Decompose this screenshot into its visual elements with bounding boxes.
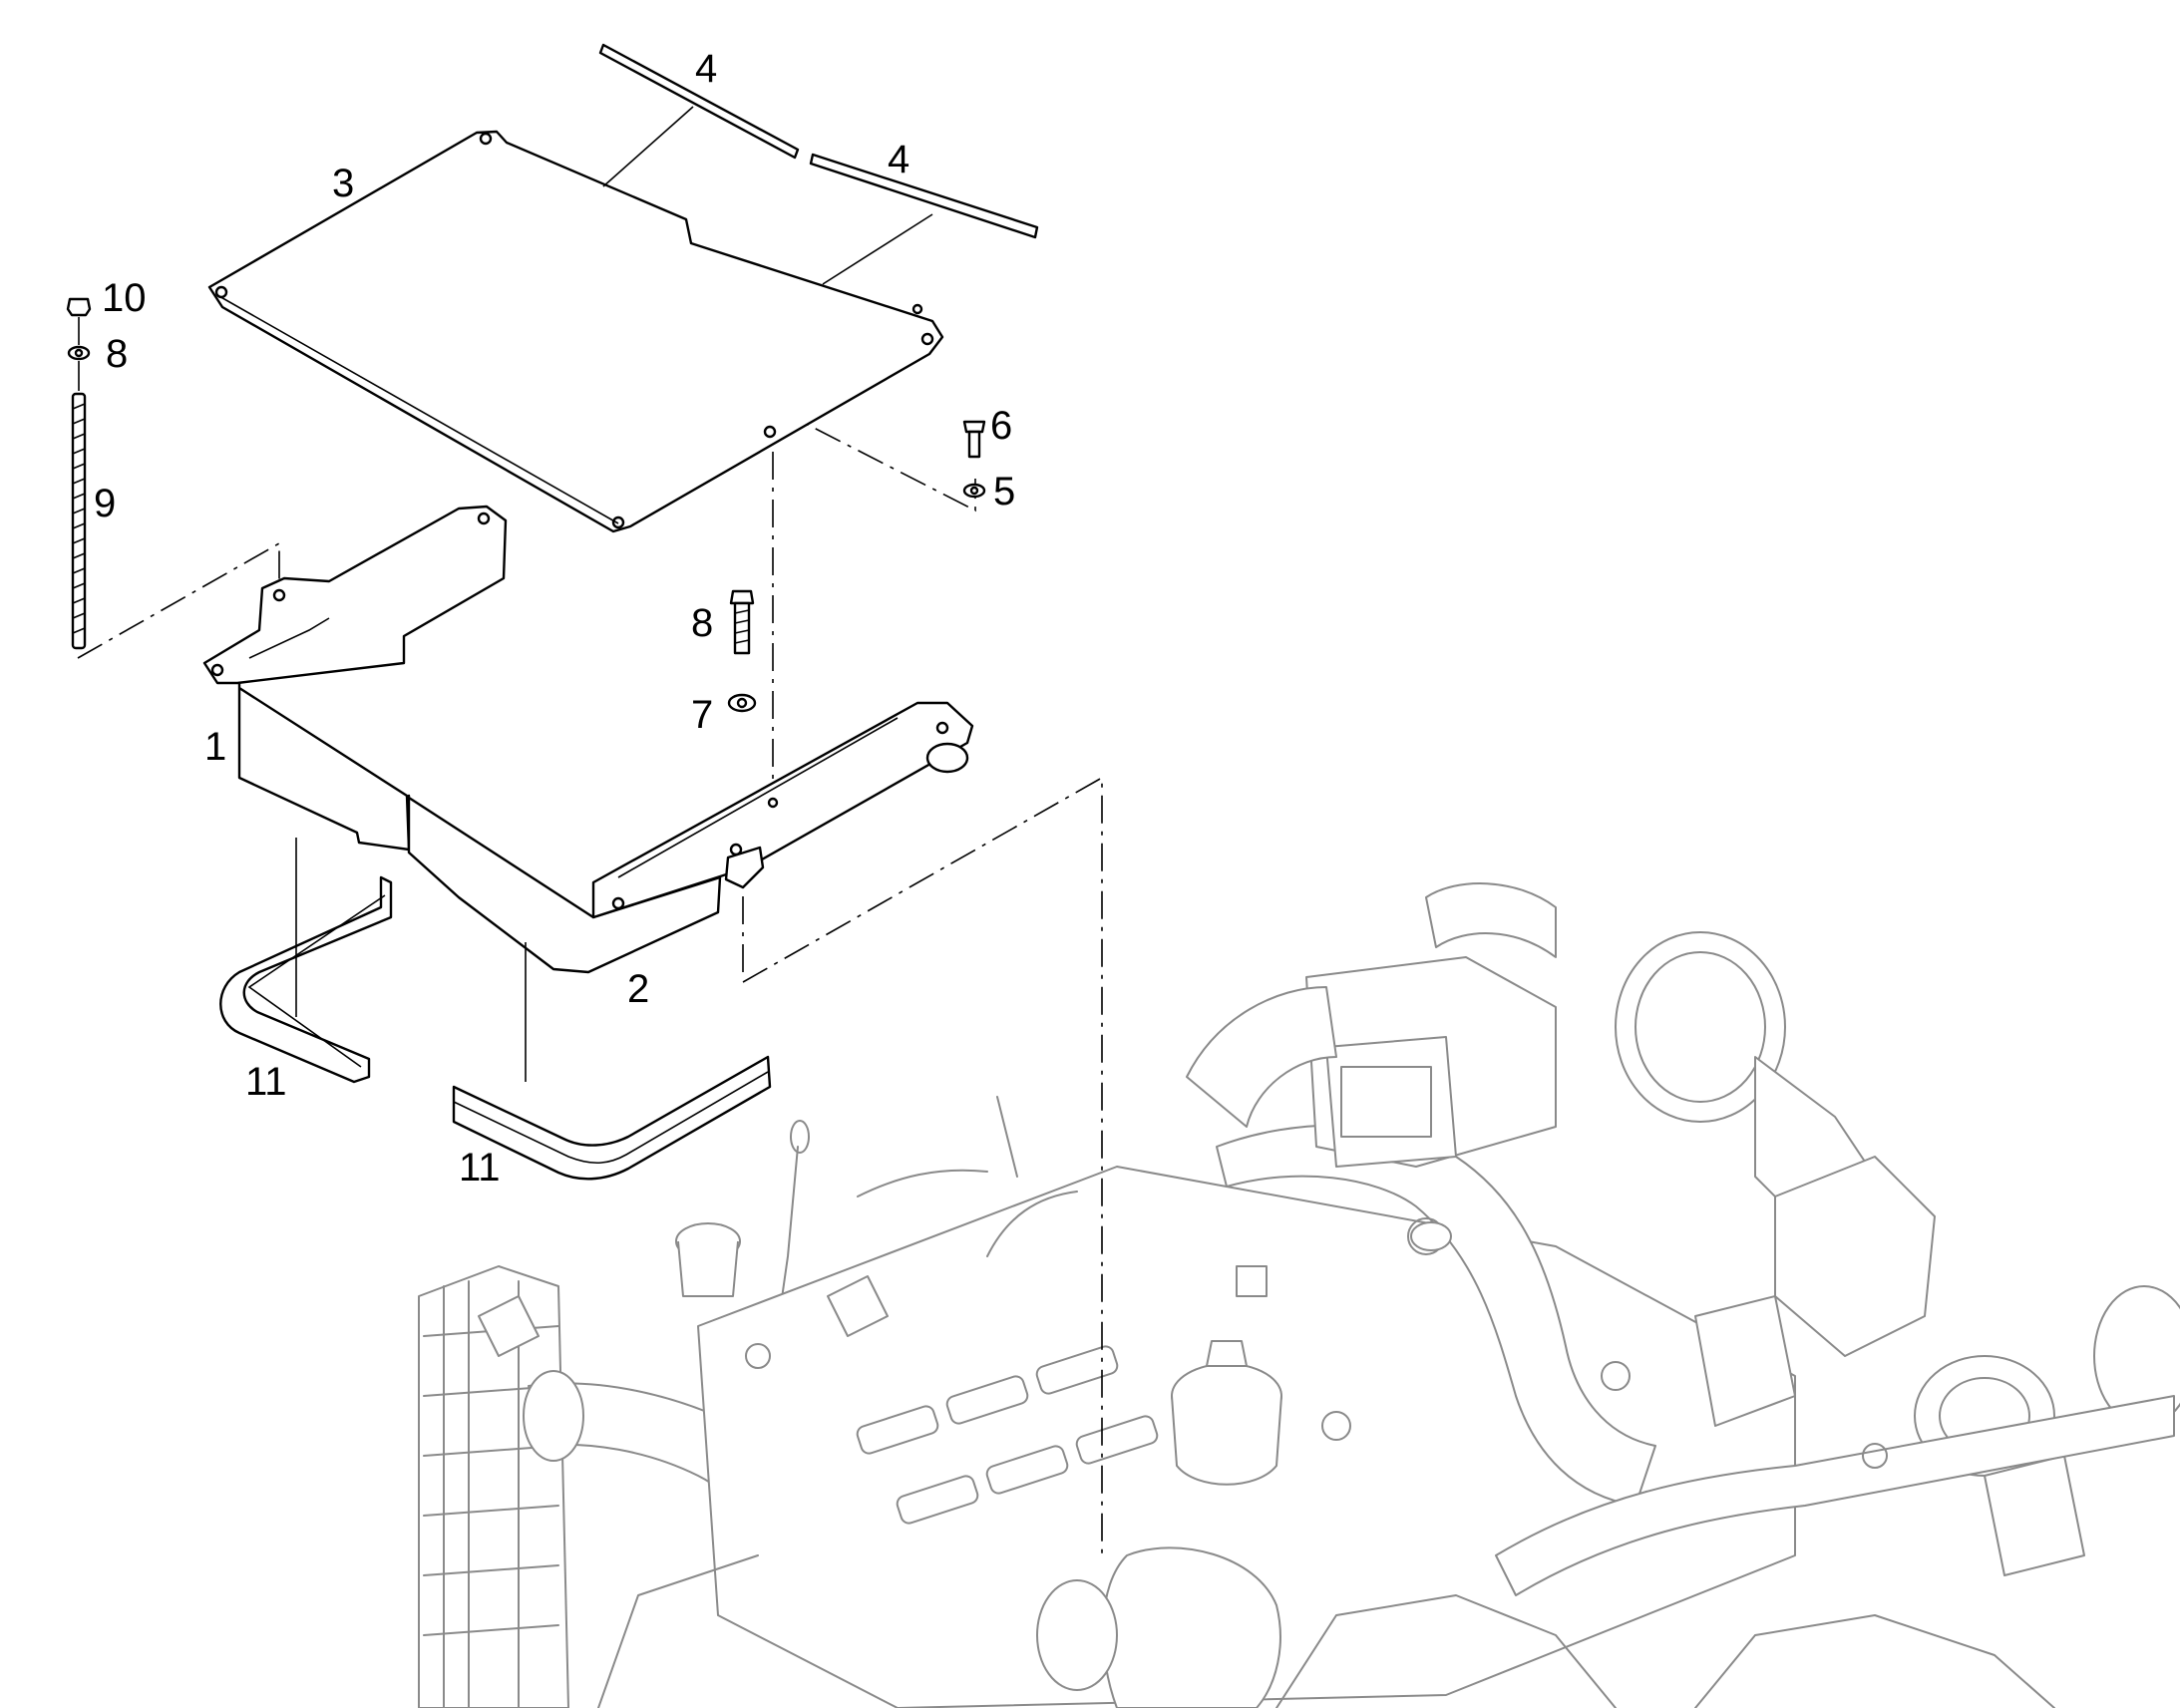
callout-7: 7 [691, 693, 713, 737]
part-stud-set-left [66, 297, 92, 650]
callout-2: 2 [627, 967, 649, 1011]
engine-assembly-drawing [418, 882, 2180, 1708]
callout-11-center: 11 [459, 1146, 501, 1190]
callout-8-center: 8 [691, 601, 713, 645]
callout-5: 5 [993, 470, 1015, 513]
part-heat-shield [202, 505, 974, 974]
callout-10: 10 [102, 276, 147, 320]
callout-11-left: 11 [245, 1060, 287, 1104]
leader-lines [295, 106, 933, 1082]
part-cover-plate [207, 130, 944, 533]
part-seal-strips [598, 43, 1039, 239]
callout-4-top-right: 4 [888, 138, 909, 181]
callout-4-top-left: 4 [695, 47, 717, 91]
callout-8-left: 8 [106, 332, 128, 376]
callout-3: 3 [332, 162, 354, 205]
callout-1: 1 [204, 725, 226, 769]
callout-6: 6 [990, 404, 1012, 448]
callout-labels: 4 4 3 10 8 9 6 5 8 7 1 2 11 11 [94, 47, 1015, 1190]
part-bolt-washer-center [727, 589, 757, 713]
part-screw-washer-right [962, 420, 986, 499]
part-corner-seals [219, 875, 772, 1181]
callout-9: 9 [94, 482, 116, 525]
